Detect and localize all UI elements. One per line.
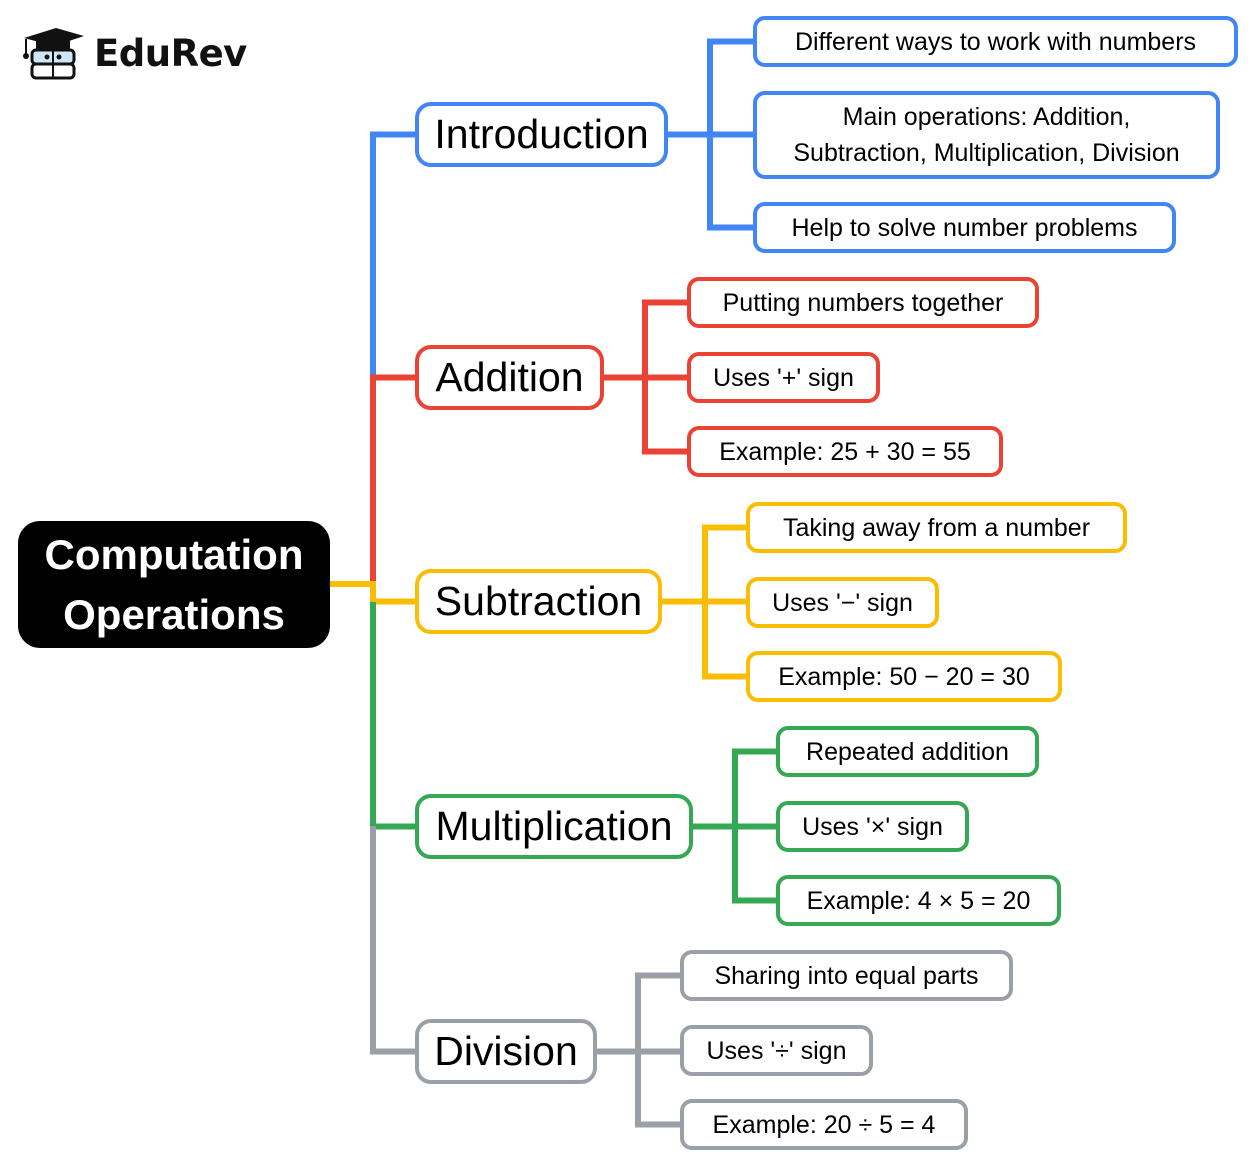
leaf-node-introduction-3[interactable]: Help to solve number problems [753, 202, 1176, 253]
leaf-label: Uses '+' sign [713, 363, 854, 392]
root-label-line2: Operations [63, 590, 285, 638]
leaf-label: Uses '−' sign [772, 588, 913, 617]
leaf-node-subtraction-3[interactable]: Example: 50 − 20 = 30 [746, 651, 1062, 702]
leaf-node-multiplication-2[interactable]: Uses '×' sign [776, 801, 969, 852]
branch-node-addition[interactable]: Addition [415, 345, 604, 410]
leaf-node-subtraction-2[interactable]: Uses '−' sign [746, 577, 939, 628]
branch-label: Division [434, 1028, 578, 1074]
leaf-node-introduction-2[interactable]: Main operations: Addition, Subtraction, … [753, 91, 1220, 179]
leaf-node-division-3[interactable]: Example: 20 ÷ 5 = 4 [680, 1099, 968, 1150]
branch-node-division[interactable]: Division [415, 1019, 597, 1084]
leaf-label: Uses '÷' sign [706, 1036, 847, 1065]
leaf-label: Example: 25 + 30 = 55 [719, 437, 971, 466]
branch-label: Addition [435, 354, 584, 400]
leaf-label: Different ways to work with numbers [794, 27, 1197, 56]
connector-root-subtraction [330, 581, 415, 605]
leaf-node-addition-3[interactable]: Example: 25 + 30 = 55 [687, 426, 1003, 477]
leaf-label: Taking away from a number [782, 513, 1091, 542]
leaf-node-division-1[interactable]: Sharing into equal parts [680, 950, 1013, 1001]
leaf-label: Example: 20 ÷ 5 = 4 [712, 1110, 936, 1139]
root-node-computation-operations[interactable]: Computation Operations [18, 521, 330, 648]
brand-name: EduRev [94, 31, 247, 75]
leaf-node-introduction-1[interactable]: Different ways to work with numbers [753, 16, 1238, 67]
branch-label: Introduction [434, 111, 649, 157]
leaf-node-addition-2[interactable]: Uses '+' sign [687, 352, 880, 403]
branch-label: Multiplication [435, 803, 673, 849]
leaf-label: Uses '×' sign [802, 812, 943, 841]
leaf-label: Example: 4 × 5 = 20 [806, 886, 1031, 915]
branch-node-subtraction[interactable]: Subtraction [415, 569, 662, 634]
connector-addition-leaves [642, 299, 687, 455]
leaf-label: Help to solve number problems [791, 213, 1138, 242]
connector-introduction-leaves [707, 38, 753, 231]
leaf-label: Example: 50 − 20 = 30 [778, 662, 1030, 691]
connector-root-addition [370, 374, 415, 584]
branch-node-introduction[interactable]: Introduction [415, 102, 668, 167]
leaf-label: Repeated addition [806, 737, 1009, 766]
leaf-node-multiplication-3[interactable]: Example: 4 × 5 = 20 [776, 875, 1061, 926]
connector-root-division [370, 826, 415, 1055]
leaf-node-multiplication-1[interactable]: Repeated addition [776, 726, 1039, 777]
connector-multiplication-leaves [732, 748, 776, 904]
leaf-label: Main operations: Addition, Subtraction, … [793, 103, 1180, 167]
leaf-node-subtraction-1[interactable]: Taking away from a number [746, 502, 1127, 553]
leaf-label: Sharing into equal parts [714, 961, 979, 990]
leaf-node-division-2[interactable]: Uses '÷' sign [680, 1025, 873, 1076]
graduation-cap-mascot-icon [23, 28, 84, 80]
root-label-line1: Computation [44, 530, 304, 578]
connector-subtraction-leaves [702, 524, 746, 680]
leaf-node-addition-1[interactable]: Putting numbers together [687, 277, 1039, 328]
leaf-label: Putting numbers together [722, 288, 1004, 317]
branch-node-multiplication[interactable]: Multiplication [415, 794, 693, 859]
connector-division-leaves [635, 972, 680, 1128]
branch-label: Subtraction [434, 578, 643, 624]
connector-root-multiplication [370, 602, 415, 830]
connector-root-introduction [370, 131, 415, 377]
edurev-logo: EduRev [20, 24, 247, 82]
